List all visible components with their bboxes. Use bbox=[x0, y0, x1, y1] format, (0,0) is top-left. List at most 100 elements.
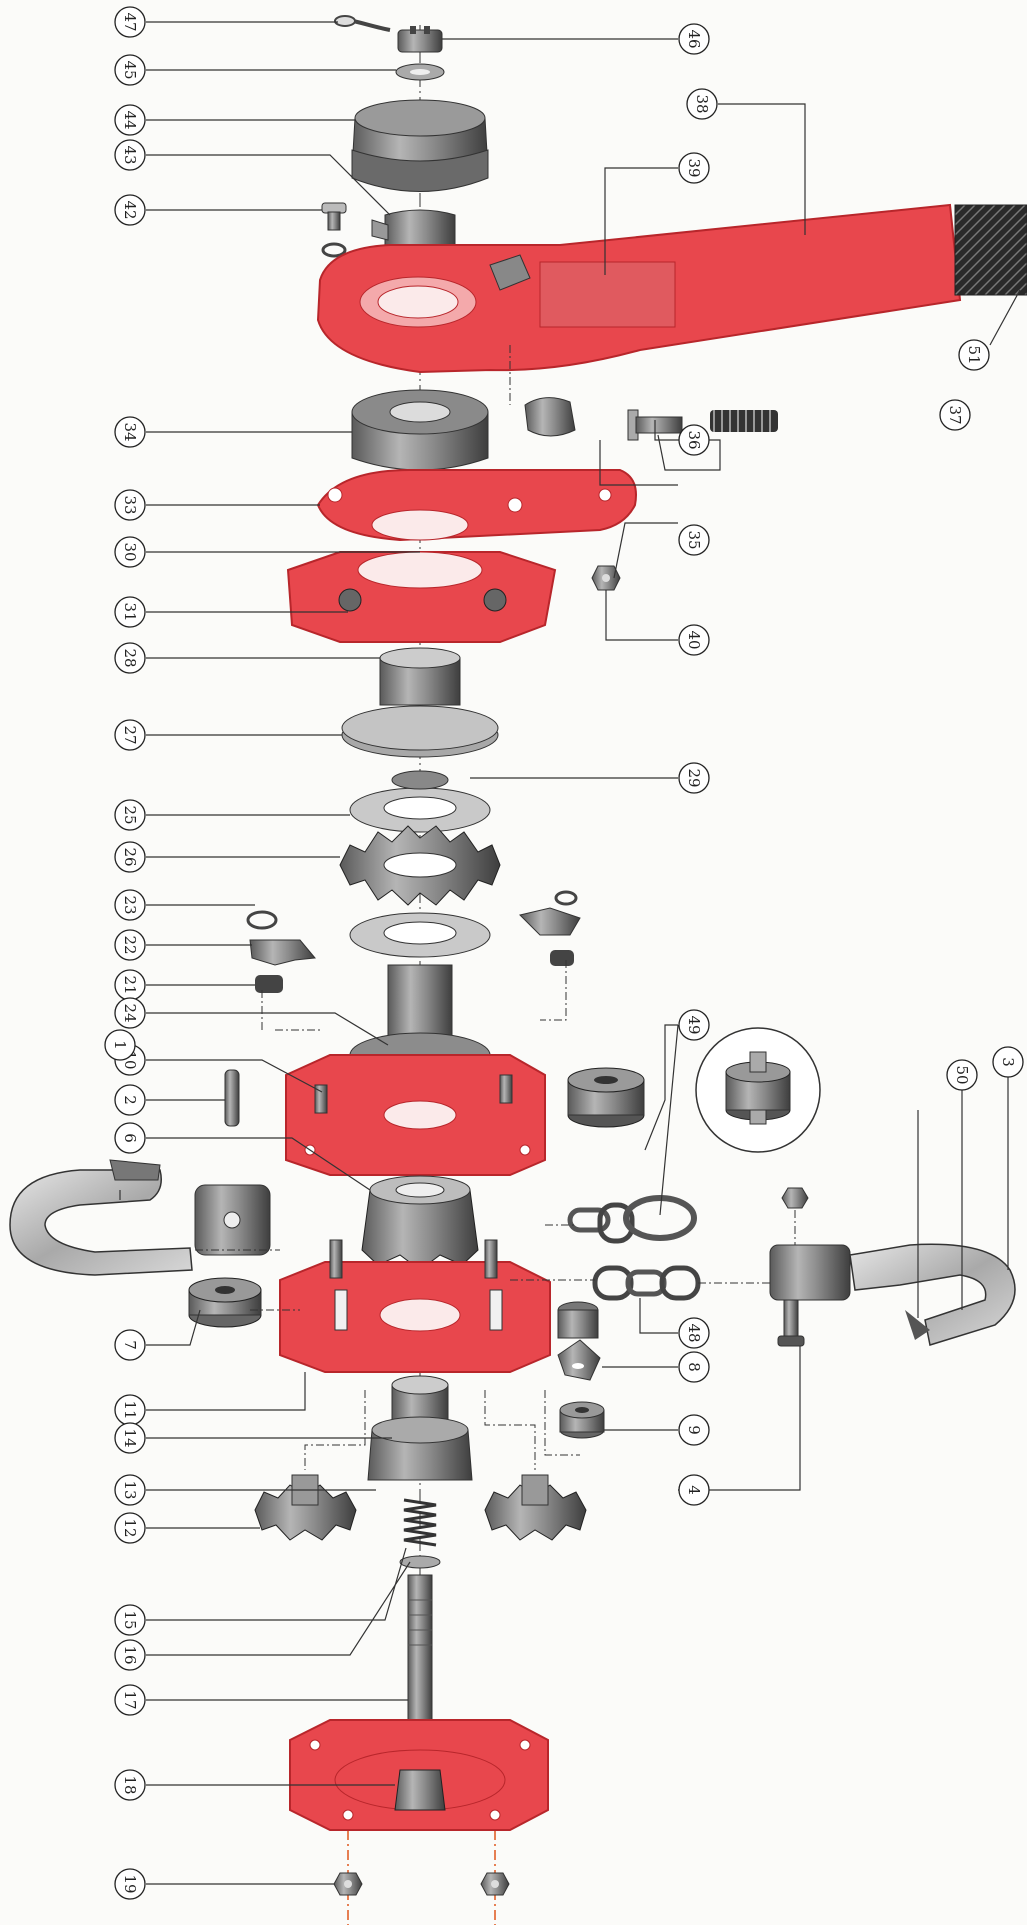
callout-number: 29 bbox=[685, 768, 703, 787]
callout-16: 16 bbox=[114, 1639, 146, 1671]
callout-40: 40 bbox=[678, 624, 710, 656]
housing-plate-30 bbox=[286, 551, 557, 643]
castle-nut bbox=[397, 26, 443, 53]
gear-13 bbox=[367, 1416, 473, 1481]
callout-circle bbox=[992, 1046, 1024, 1078]
callout-42: 42 bbox=[114, 194, 146, 226]
callout-circle bbox=[946, 1059, 978, 1091]
callout-circle bbox=[114, 596, 146, 628]
callout-circle bbox=[678, 1317, 710, 1349]
callout-circle bbox=[114, 6, 146, 38]
callout-circle bbox=[114, 929, 146, 961]
ratchet-wheel-26 bbox=[339, 825, 501, 906]
callout-number: 27 bbox=[121, 725, 139, 744]
callout-number: 1 bbox=[111, 1040, 129, 1050]
callout-circle bbox=[114, 997, 146, 1029]
callout-23: 23 bbox=[114, 889, 146, 921]
callout-11: 11 bbox=[114, 1394, 146, 1426]
callout-43: 43 bbox=[114, 139, 146, 171]
roller-9 bbox=[559, 1401, 605, 1439]
screw-42 bbox=[321, 202, 347, 258]
callout-circle bbox=[114, 1422, 146, 1454]
callout-circle bbox=[686, 88, 718, 120]
callout-36: 36 bbox=[678, 424, 710, 456]
callout-33: 33 bbox=[114, 489, 146, 521]
callout-number: 3 bbox=[999, 1057, 1017, 1067]
callout-13: 13 bbox=[114, 1474, 146, 1506]
callout-circle bbox=[114, 1604, 146, 1636]
callouts: 4745444342343330312827252623222124102671… bbox=[104, 6, 1024, 1900]
callout-number: 46 bbox=[685, 29, 703, 48]
callout-51: 51 bbox=[958, 339, 990, 371]
friction-disc-25 bbox=[349, 770, 491, 833]
callout-circle bbox=[114, 1769, 146, 1801]
callout-circle bbox=[114, 1684, 146, 1716]
callout-circle bbox=[114, 841, 146, 873]
side-plate-10 bbox=[285, 1054, 546, 1176]
pin-36 bbox=[627, 409, 683, 441]
callout-17: 17 bbox=[114, 1684, 146, 1716]
callout-circle bbox=[114, 1474, 146, 1506]
callout-circle bbox=[114, 719, 146, 751]
handwheel-cap bbox=[351, 99, 489, 192]
callout-circle bbox=[114, 536, 146, 568]
callout-number: 39 bbox=[685, 158, 703, 177]
callout-circle bbox=[114, 1512, 146, 1544]
callout-circle bbox=[678, 1351, 710, 1383]
callout-26: 26 bbox=[114, 841, 146, 873]
chain-guide-roller-7 bbox=[188, 1277, 262, 1328]
callout-circle bbox=[114, 416, 146, 448]
callout-46: 46 bbox=[678, 23, 710, 55]
callout-38: 38 bbox=[686, 88, 718, 120]
washer-top bbox=[395, 63, 445, 81]
nut-19-left bbox=[333, 1872, 363, 1896]
bolt-4 bbox=[777, 1299, 805, 1347]
callout-number: 17 bbox=[121, 1690, 139, 1709]
callout-circle bbox=[114, 139, 146, 171]
callout-circle bbox=[678, 424, 710, 456]
callout-number: 50 bbox=[953, 1065, 971, 1084]
callout-circle bbox=[114, 1122, 146, 1154]
callout-8: 8 bbox=[678, 1351, 710, 1383]
callout-number: 26 bbox=[121, 847, 139, 866]
callout-circle bbox=[678, 152, 710, 184]
load-chain-49 bbox=[567, 1195, 697, 1244]
callout-number: 14 bbox=[121, 1428, 139, 1447]
callout-39: 39 bbox=[678, 152, 710, 184]
callout-number: 37 bbox=[946, 405, 964, 424]
callout-24: 24 bbox=[114, 997, 146, 1029]
callout-circle bbox=[114, 1329, 146, 1361]
callout-number: 30 bbox=[121, 542, 139, 561]
callout-number: 18 bbox=[121, 1775, 139, 1794]
callout-circle bbox=[104, 1029, 136, 1061]
callout-circle bbox=[678, 1009, 710, 1041]
callout-number: 2 bbox=[121, 1095, 139, 1105]
pawl-right bbox=[519, 890, 581, 966]
callout-number: 48 bbox=[685, 1323, 703, 1342]
callout-number: 4 bbox=[685, 1485, 703, 1495]
callout-number: 16 bbox=[121, 1645, 139, 1664]
callout-number: 28 bbox=[121, 648, 139, 667]
gear-ring-34 bbox=[351, 389, 489, 471]
callout-circle bbox=[114, 642, 146, 674]
callout-47: 47 bbox=[114, 6, 146, 38]
callout-number: 7 bbox=[121, 1340, 139, 1350]
friction-disc-lower bbox=[349, 912, 491, 958]
callout-number: 34 bbox=[121, 422, 139, 441]
callout-34: 34 bbox=[114, 416, 146, 448]
callout-circle bbox=[678, 524, 710, 556]
callout-number: 43 bbox=[121, 145, 139, 164]
nut-40 bbox=[591, 565, 621, 591]
callout-1: 1 bbox=[104, 1029, 136, 1061]
callout-35: 35 bbox=[678, 524, 710, 556]
callout-number: 47 bbox=[121, 12, 139, 31]
callout-21: 21 bbox=[114, 969, 146, 1001]
callout-circle bbox=[678, 624, 710, 656]
washer-16 bbox=[399, 1555, 441, 1569]
callout-circle bbox=[678, 23, 710, 55]
ratchet-shaft-27 bbox=[341, 647, 499, 758]
callout-number: 38 bbox=[693, 94, 711, 113]
cotter-pin bbox=[334, 15, 391, 32]
callout-circle bbox=[114, 1639, 146, 1671]
callout-circle bbox=[114, 799, 146, 831]
